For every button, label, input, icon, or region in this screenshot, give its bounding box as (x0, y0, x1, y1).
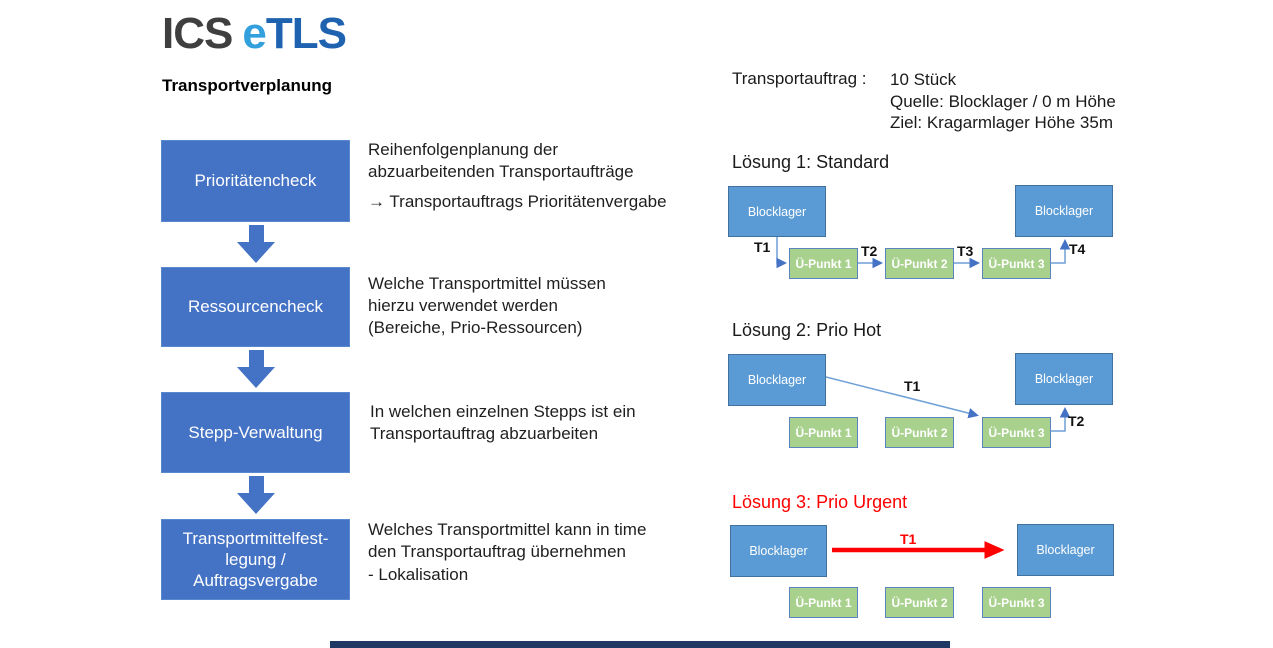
down-arrow-icon (237, 476, 275, 514)
page-title: Transportverplanung (162, 76, 333, 95)
transport-order-label: Transportauftrag : (732, 69, 867, 88)
ue-punkt-1-box: Ü-Punkt 1 (789, 417, 858, 448)
flow-step-label: Prioritätencheck (194, 171, 317, 190)
transport-label-t1: T1 (900, 531, 917, 547)
transport-label-t2: T2 (861, 243, 878, 259)
flow-step-description: Welches Transportmittel kann in time den… (368, 520, 647, 561)
flow-step-description: In welchen einzelnen Stepps ist ein Tran… (370, 402, 636, 443)
blocklager-source-box: Blocklager (730, 525, 827, 577)
ue-punkt-1-box: Ü-Punkt 1 (789, 587, 858, 618)
solution-2-prio-hot: Lösung 2: Prio Hot Blocklager Blocklager… (728, 314, 1128, 464)
down-arrow-head (237, 367, 275, 388)
down-arrow-icon (237, 225, 275, 263)
solution-1-standard: Lösung 1: Standard Blocklager Blocklager… (728, 146, 1128, 296)
solution-3-prio-urgent: Lösung 3: Prio Urgent Blocklager Blockla… (728, 486, 1128, 631)
blocklager-target-box: Blocklager (1015, 353, 1113, 405)
connector-t4 (1051, 239, 1071, 264)
blocklager-target-box: Blocklager (1015, 185, 1113, 237)
flow-step-label: Ressourcencheck (187, 297, 324, 316)
down-arrow-stem (248, 476, 264, 493)
down-arrow-head (237, 242, 275, 263)
flow-step-description: Reihenfolgenplanung der abzuarbeitenden … (368, 140, 634, 181)
transport-label-t3: T3 (957, 243, 974, 259)
transport-order-details: 10 Stück Quelle: Blocklager / 0 m Höhe Z… (890, 70, 1116, 132)
solution-title: Lösung 2: Prio Hot (732, 320, 882, 340)
ue-punkt-3-box: Ü-Punkt 3 (982, 248, 1051, 279)
logo-part-tls: TLS (265, 9, 347, 58)
blocklager-source-box: Blocklager (728, 186, 826, 237)
flow-step-note: → Transportauftrags Prioritätenvergabe (368, 192, 667, 211)
logo-part-e: e (242, 9, 267, 58)
blocklager-target-box: Blocklager (1017, 524, 1114, 576)
down-arrow-stem (248, 225, 264, 242)
transport-label-t2: T2 (1068, 413, 1085, 429)
ue-punkt-2-box: Ü-Punkt 2 (885, 248, 954, 279)
flow-step-stepp-verwaltung: Stepp-Verwaltung (161, 392, 350, 473)
connector-t1 (825, 376, 979, 419)
flow-step-ressourcencheck: Ressourcencheck (161, 267, 350, 347)
ue-punkt-3-box: Ü-Punkt 3 (982, 587, 1051, 618)
down-arrow-icon (237, 350, 275, 388)
footer-accent-bar (330, 641, 950, 648)
transport-label-t1: T1 (904, 378, 921, 394)
logo-part-ics: ICS (162, 9, 233, 58)
flow-step-note: - Lokalisation (368, 565, 469, 584)
transport-label-t1: T1 (754, 239, 771, 255)
blocklager-source-box: Blocklager (728, 354, 826, 406)
ue-punkt-2-box: Ü-Punkt 2 (885, 417, 954, 448)
solution-title: Lösung 3: Prio Urgent (732, 492, 908, 512)
flow-step-label: Stepp-Verwaltung (188, 422, 323, 442)
solution-title: Lösung 1: Standard (732, 152, 890, 172)
flow-step-description: Welche Transportmittel müssen hierzu ver… (368, 274, 606, 337)
ue-punkt-2-box: Ü-Punkt 2 (885, 587, 954, 618)
ue-punkt-3-box: Ü-Punkt 3 (982, 417, 1051, 448)
flow-step-transportmittelfestlegung: Transportmittelfest- legung / Auftragsve… (161, 519, 350, 600)
transport-label-t4: T4 (1069, 241, 1086, 257)
connector-t1 (776, 237, 787, 269)
down-arrow-head (237, 493, 275, 514)
flow-step-label: Transportmittelfest- legung / Auftragsve… (182, 529, 329, 590)
connector-t2 (1051, 407, 1071, 432)
down-arrow-stem (248, 350, 264, 367)
flow-step-prioritaetencheck: Prioritätencheck (161, 140, 350, 222)
ue-punkt-1-box: Ü-Punkt 1 (789, 248, 858, 279)
